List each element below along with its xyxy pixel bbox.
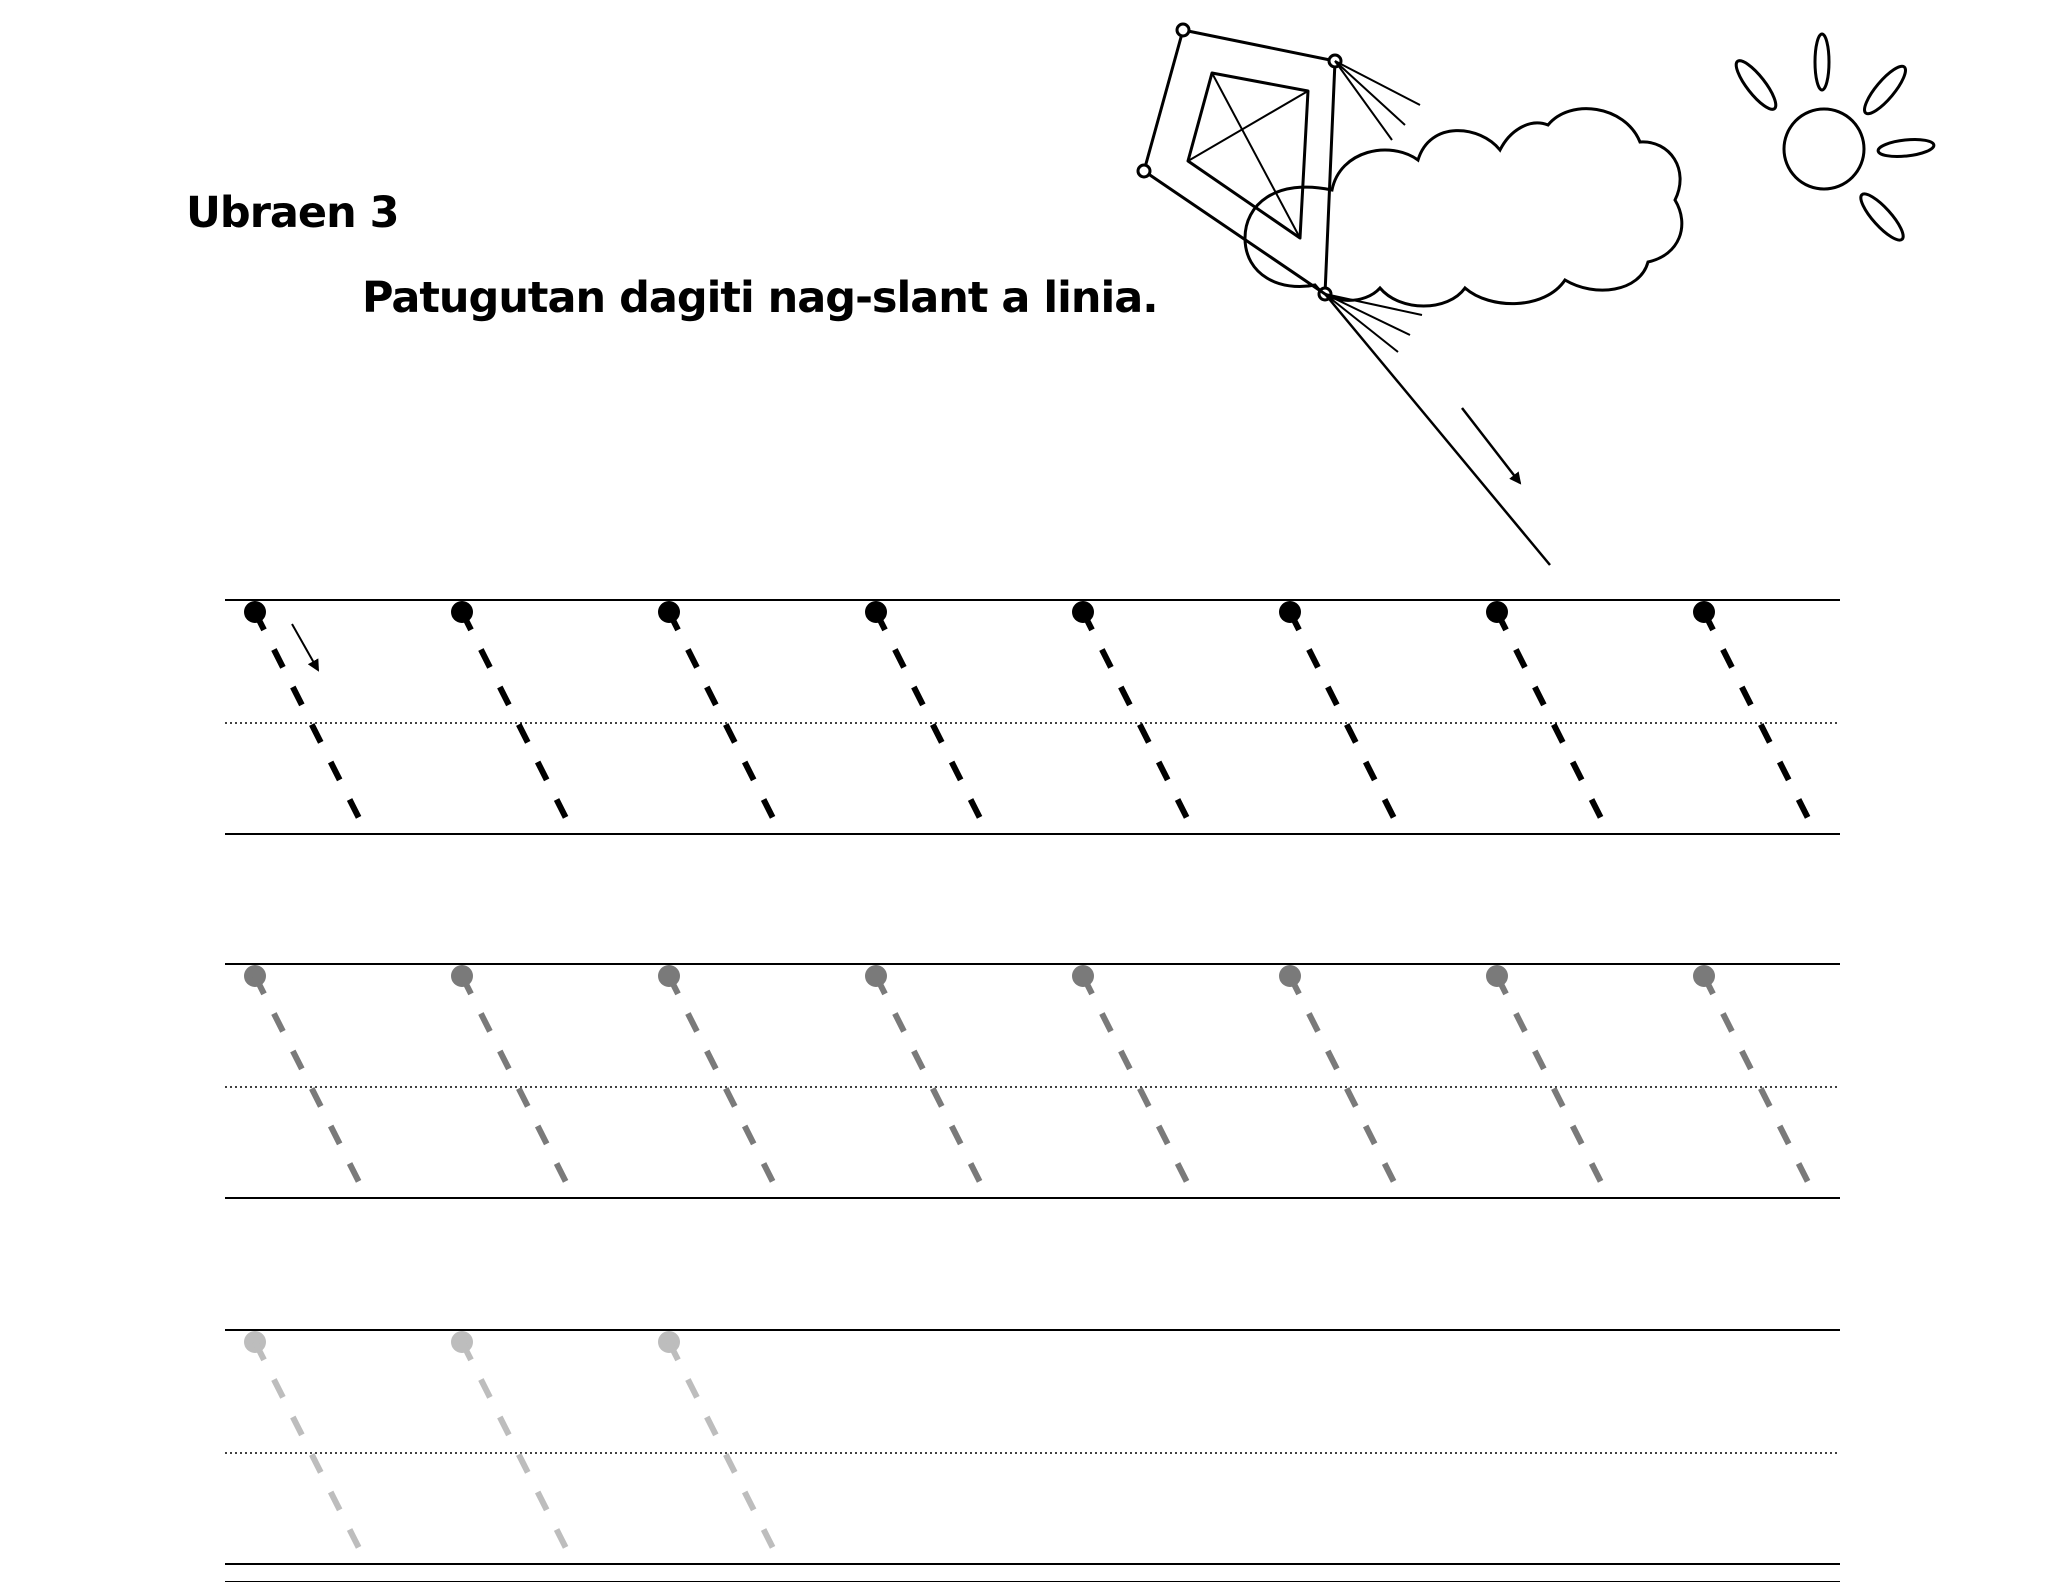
slant-trace-line [459, 610, 577, 836]
worksheet-title: Ubraen 3 [186, 188, 400, 238]
slant-trace-line [1080, 974, 1198, 1200]
direction-arrow-icon [1461, 407, 1522, 485]
slant-trace-line [1080, 610, 1198, 836]
sun-icon [1734, 32, 1936, 242]
slant-trace-line [459, 1340, 577, 1566]
slant-trace-line [1494, 610, 1612, 836]
kite-icon [1136, 22, 1551, 566]
slant-trace-line [459, 974, 577, 1200]
slant-trace-line [1494, 974, 1612, 1200]
stroke-direction-arrow-icon [291, 623, 319, 672]
worksheet-instruction: Patugutan dagiti nag-slant a linia. [362, 273, 1159, 323]
cloud-icon [1243, 107, 1684, 308]
practice-area [225, 599, 1840, 1582]
